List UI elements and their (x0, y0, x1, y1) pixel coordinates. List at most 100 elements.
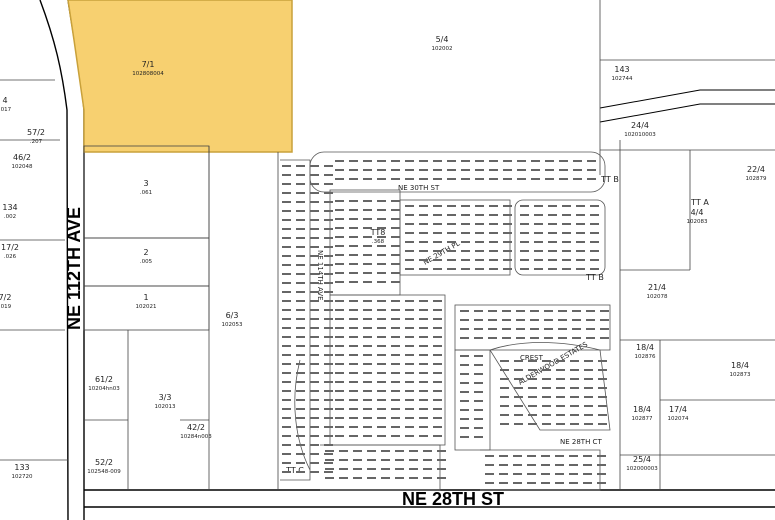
parcel-label-p33[interactable]: 3/3 (159, 393, 172, 402)
lot-mark (584, 378, 593, 380)
lot-mark (583, 482, 592, 484)
parcel-label-ttc[interactable]: TT C (285, 466, 304, 475)
lot-mark (528, 369, 537, 371)
lot-mark (296, 390, 305, 392)
lot-mark (475, 214, 484, 216)
highlighted-parcel[interactable] (67, 0, 293, 153)
lot-mark (296, 228, 305, 230)
lot-mark (576, 223, 585, 225)
lot-mark (324, 165, 333, 167)
parcel-label-tta[interactable]: TT A (690, 198, 709, 207)
parcel-label-p63[interactable]: 6/3 (226, 311, 239, 320)
lot-mark (419, 223, 428, 225)
lot-mark (335, 160, 344, 162)
lot-mark (474, 337, 483, 339)
lot-mark (391, 245, 400, 247)
lot-mark (517, 169, 526, 171)
parcel-label-p2[interactable]: 2 (143, 248, 148, 257)
lot-mark (419, 205, 428, 207)
parcel-label-p224[interactable]: 22/4 (747, 165, 765, 174)
lot-mark (310, 399, 319, 401)
lot-mark (377, 417, 386, 419)
lot-mark (475, 169, 484, 171)
parcel-label-p133[interactable]: 133 (14, 463, 29, 472)
parcel-label-p184b[interactable]: 18/4 (731, 361, 749, 370)
lot-mark (409, 477, 418, 479)
parcel-label-p72_left[interactable]: 7/2 (0, 293, 11, 302)
lot-mark (335, 408, 344, 410)
lot-mark (556, 369, 565, 371)
lot-mark (433, 408, 442, 410)
lot-mark (310, 363, 319, 365)
parcel-label-p254[interactable]: 25/4 (633, 455, 651, 464)
parcel-label-p1[interactable]: 1 (143, 293, 148, 302)
parcel-label-p174[interactable]: 17/4 (669, 405, 687, 414)
lot-mark (423, 468, 432, 470)
parcel-label-p4_left[interactable]: 4 (2, 96, 7, 105)
lot-mark (324, 246, 333, 248)
lot-mark (363, 169, 372, 171)
lot-mark (296, 237, 305, 239)
lot-mark (433, 160, 442, 162)
lot-mark (363, 209, 372, 211)
parcel-label-ttb[interactable]: TT B (600, 175, 619, 184)
lot-mark (488, 319, 497, 321)
parcel-label-p3[interactable]: 3 (143, 179, 148, 188)
lot-mark (405, 268, 414, 270)
parcel-label-ttb2[interactable]: TT B (585, 273, 604, 282)
parcel-label-p244[interactable]: 24/4 (631, 121, 649, 130)
lot-mark (391, 390, 400, 392)
parcel-label-p214[interactable]: 21/4 (648, 283, 666, 292)
lot-mark (296, 246, 305, 248)
lot-mark (590, 205, 599, 207)
lot-mark (460, 427, 469, 429)
parcel-label-p572[interactable]: 57/2 (27, 128, 45, 137)
parcel-label-highlighted[interactable]: 7/1 (142, 60, 155, 69)
lot-mark (500, 378, 509, 380)
parcel-label-p184[interactable]: 18/4 (636, 343, 654, 352)
lot-mark (460, 319, 469, 321)
lot-mark (419, 327, 428, 329)
lot-mark (363, 227, 372, 229)
lot-mark (433, 205, 442, 207)
lot-mark (310, 453, 319, 455)
parcel-label-p134[interactable]: 134 (2, 203, 17, 212)
lot-mark (461, 232, 470, 234)
lot-mark (377, 318, 386, 320)
lot-mark (324, 264, 333, 266)
parcel-label-p462[interactable]: 46/2 (13, 153, 31, 162)
lot-mark (447, 232, 456, 234)
parcel-label-p422[interactable]: 42/2 (187, 423, 205, 432)
lot-mark (324, 273, 333, 275)
lot-mark (474, 373, 483, 375)
lot-mark (391, 345, 400, 347)
parcel-label-p54_top[interactable]: 5/4 (436, 35, 449, 44)
lot-mark (377, 209, 386, 211)
lot-mark (377, 254, 386, 256)
lot-mark (460, 391, 469, 393)
parcel-labels: 7/11028080045/41020023.0612.00511020216/… (0, 35, 767, 480)
parcel-label-tt_center[interactable]: TT8 (370, 228, 386, 237)
lot-mark (513, 473, 522, 475)
lot-mark (433, 390, 442, 392)
parcel-label-p184c[interactable]: 18/4 (633, 405, 651, 414)
parcel-label-p44[interactable]: 4/4 (691, 208, 704, 217)
lot-mark (572, 319, 581, 321)
lot-mark (391, 318, 400, 320)
lot-mark (335, 327, 344, 329)
lot-mark (363, 399, 372, 401)
lot-mark (503, 250, 512, 252)
parcel-label-p172[interactable]: 17/2 (1, 243, 19, 252)
lot-mark (513, 482, 522, 484)
lot-mark (335, 399, 344, 401)
lot-mark (513, 464, 522, 466)
parcel-label-p143[interactable]: 143 (614, 65, 629, 74)
lot-mark (363, 245, 372, 247)
parcel-label-p522[interactable]: 52/2 (95, 458, 113, 467)
lot-mark (489, 178, 498, 180)
parcel-label-p612[interactable]: 61/2 (95, 375, 113, 384)
lot-mark (542, 369, 551, 371)
lot-mark (349, 327, 358, 329)
